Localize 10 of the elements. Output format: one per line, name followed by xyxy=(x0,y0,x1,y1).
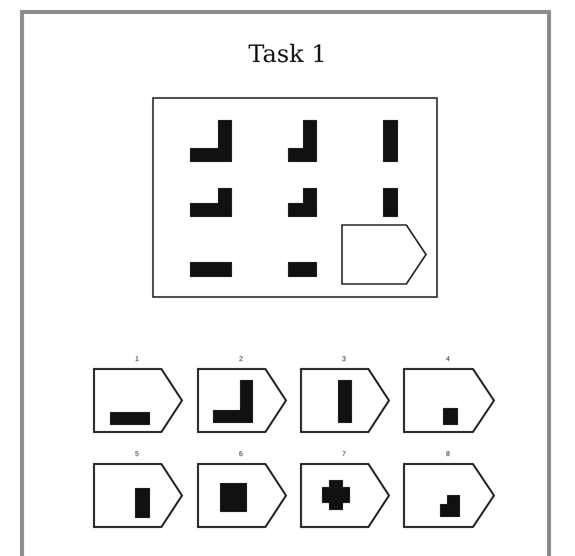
answer-option xyxy=(93,354,183,433)
answer-option xyxy=(93,449,183,528)
answer-slot xyxy=(341,224,427,285)
answer-option xyxy=(197,354,287,433)
answer-option xyxy=(197,449,287,528)
task-title: Task 1 xyxy=(248,40,327,68)
answer-option xyxy=(300,354,390,433)
answer-option xyxy=(403,354,495,433)
answer-option xyxy=(403,449,495,528)
answer-option xyxy=(300,449,390,528)
